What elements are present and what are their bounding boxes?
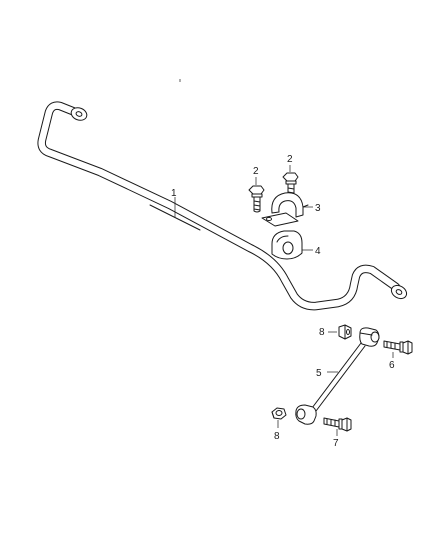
bushing: 4 — [271, 230, 321, 260]
bar-end-right — [390, 284, 408, 300]
callout-6: 6 — [389, 360, 395, 371]
callout-2-left: 2 — [253, 166, 259, 177]
callout-8-upper: 8 — [319, 327, 325, 338]
bar-end-left — [70, 107, 88, 121]
nut-lower: 8 — [271, 407, 287, 442]
callout-4: 4 — [315, 246, 321, 257]
callout-7: 7 — [333, 438, 339, 449]
callout-3: 3 — [315, 203, 321, 214]
retainer-bracket: 3 — [261, 192, 321, 227]
callout-5: 5 — [316, 368, 322, 379]
callout-1: 1 — [171, 188, 177, 199]
bolt-left: 2 — [248, 166, 265, 213]
callout-8-lower: 8 — [274, 431, 280, 442]
nut-upper: 8 — [319, 324, 352, 340]
bolt-lower: 7 — [323, 417, 352, 449]
bolt-right: 2 — [282, 154, 299, 200]
callout-2-right: 2 — [287, 154, 293, 165]
stabilizer-link: 5 — [295, 327, 380, 425]
bolt-upper: 6 — [383, 340, 413, 371]
stabilizer-bar: 1 — [37, 101, 408, 311]
